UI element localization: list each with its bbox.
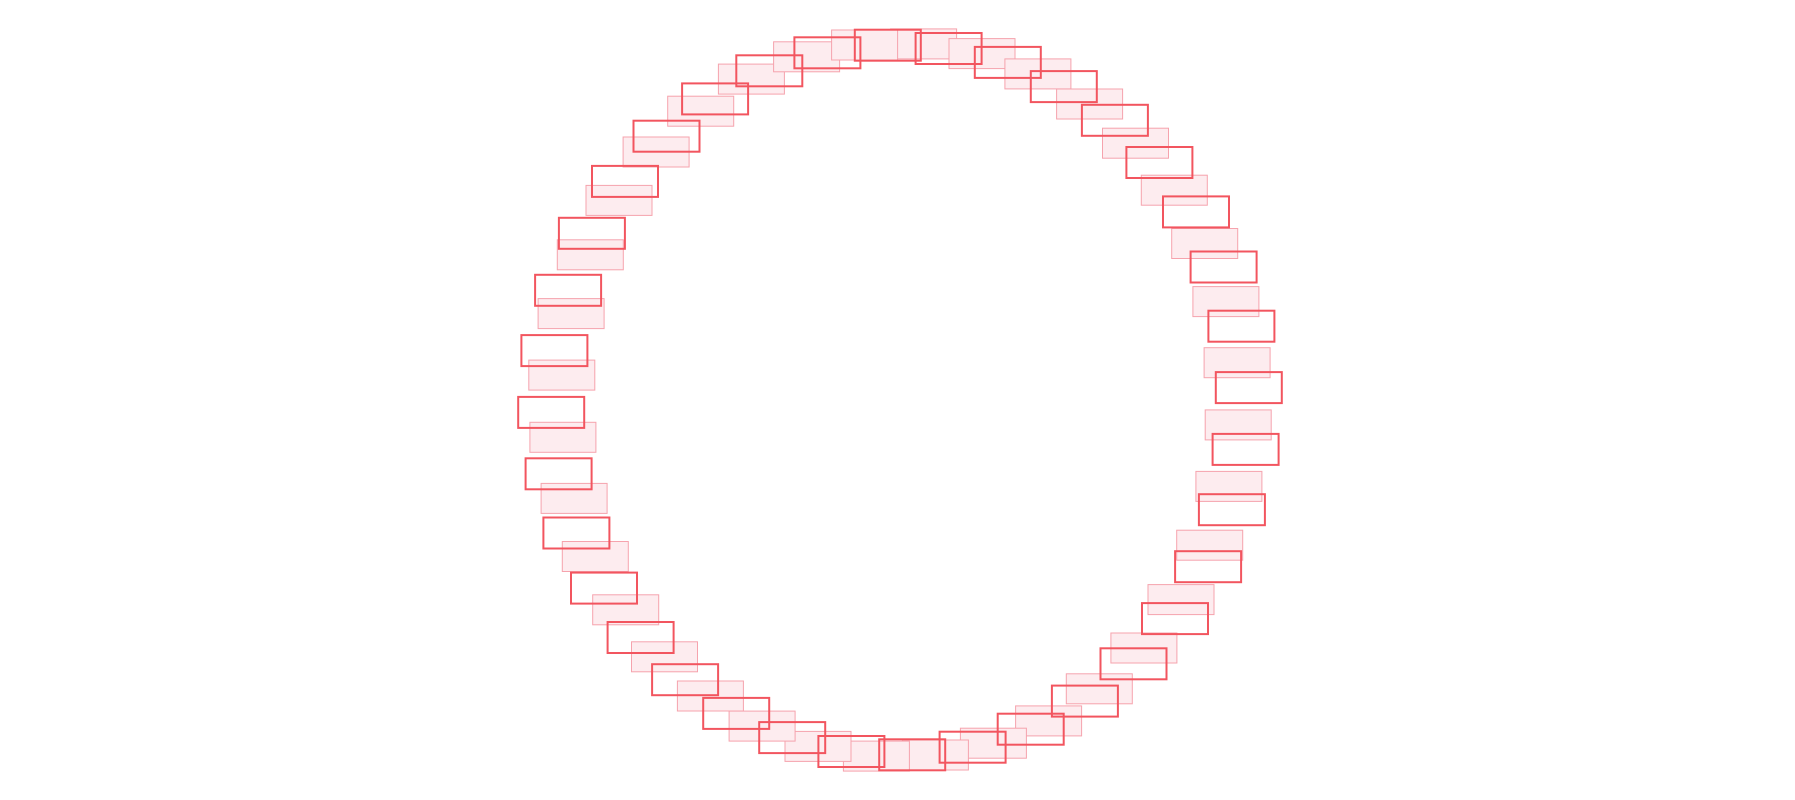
faint-ring-layer (528, 28, 1272, 772)
bold-ring-rect (996, 712, 1065, 746)
bold-ring-rect (878, 738, 947, 772)
bold-ring-rect (1207, 309, 1276, 343)
faint-ring-rect (631, 641, 698, 673)
bold-ring-rect (1125, 146, 1194, 179)
faint-ring-rect (728, 710, 796, 742)
bold-ring-rect (1050, 684, 1119, 718)
faint-ring-rect (901, 739, 969, 771)
faint-ring-rect (561, 541, 629, 572)
bold-ring-rect (973, 45, 1042, 79)
bold-ring-rect (517, 395, 586, 429)
bold-ring-rect (702, 696, 771, 730)
bold-ring-rect (1214, 371, 1283, 405)
bold-ring-rect (735, 54, 804, 88)
faint-ring-rect (529, 421, 597, 453)
faint-ring-rect (1140, 174, 1208, 206)
bold-ring-rect (557, 216, 626, 250)
bold-ring-layer (517, 28, 1283, 772)
faint-ring-rect (831, 29, 899, 61)
faint-ring-rect (1192, 286, 1260, 318)
bold-ring-rect (914, 32, 983, 65)
bold-ring-rect (534, 273, 603, 307)
bold-ring-rect (591, 164, 659, 198)
faint-ring-rect (1171, 228, 1239, 259)
bold-ring-rect (758, 721, 827, 755)
bold-ring-rect (1141, 602, 1209, 636)
bold-ring-rect (817, 735, 886, 768)
bold-ring-rect (632, 119, 701, 153)
bold-ring-rect (1189, 250, 1258, 284)
faint-ring-rect (1147, 584, 1215, 616)
bold-ring-rect (793, 36, 862, 70)
faint-ring-rect (1195, 470, 1263, 502)
faint-ring-rect (773, 41, 841, 73)
faint-ring-rect (1203, 347, 1271, 379)
bold-ring-rect (1174, 550, 1243, 584)
bold-ring-rect (524, 457, 593, 491)
bold-ring-rect (1029, 70, 1098, 104)
faint-ring-rect (537, 298, 605, 330)
faint-ring-rect (959, 727, 1027, 759)
faint-ring-rect (592, 594, 660, 626)
bold-ring-rect (853, 28, 922, 62)
faint-ring-rect (1004, 58, 1072, 90)
faint-ring-rect (1176, 529, 1244, 561)
faint-ring-rect (1102, 127, 1169, 159)
bold-ring-rect (651, 663, 720, 697)
bold-ring-rect (1162, 195, 1230, 229)
bold-ring-rect (938, 730, 1007, 764)
bold-ring-rect (1211, 432, 1280, 466)
bold-ring-rect (1099, 647, 1168, 681)
bold-ring-rect (570, 571, 638, 605)
bold-ring-rect (606, 621, 675, 654)
faint-ring-rect (540, 482, 608, 514)
bold-ring-rect (542, 516, 611, 550)
bold-ring-rect (1197, 493, 1266, 527)
bold-ring-rect (520, 334, 589, 368)
faint-ring-rect (585, 184, 653, 216)
faint-ring-rect (1204, 409, 1272, 441)
faint-ring-rect (528, 359, 596, 391)
bold-ring-rect (1080, 103, 1149, 137)
faint-ring-rect (556, 239, 624, 271)
bold-ring-rect (681, 82, 750, 116)
